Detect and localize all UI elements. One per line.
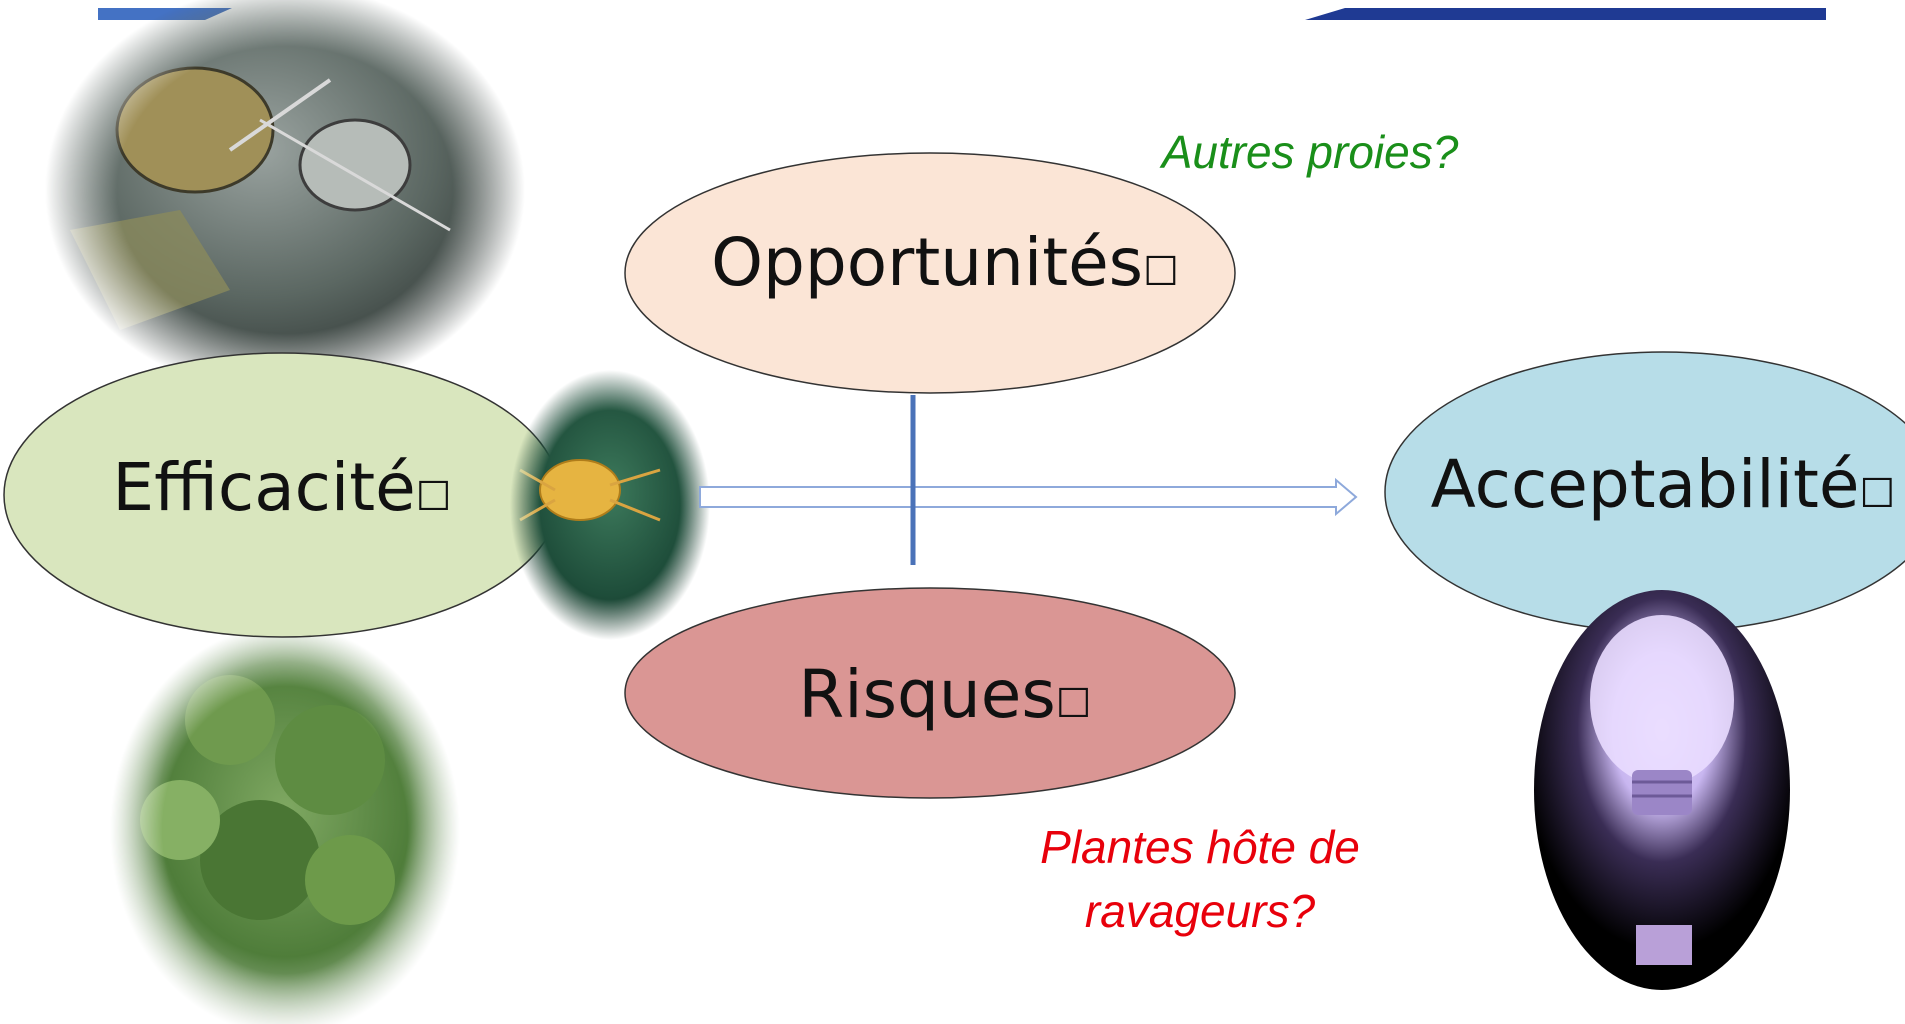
note-plantes-hote: Plantes hôte de ravageurs? [960, 815, 1440, 943]
predatory-mite-photo [510, 370, 710, 640]
mite-micrograph-photo [45, 0, 525, 395]
acceptabilite-label: Acceptabilité☐ [1431, 446, 1896, 523]
lightbulb-balloon-illustration [1534, 590, 1790, 990]
opportunites-node [624, 152, 1236, 394]
note-plantes-hote-line1: Plantes hôte de [1040, 821, 1360, 873]
risques-label: Risques☐ [798, 656, 1091, 733]
efficacite-label: Efficacité☐ [112, 449, 451, 526]
greenhouse-plants-photo [110, 625, 460, 1024]
opportunites-label: Opportunités☐ [711, 224, 1179, 301]
risques-node [624, 587, 1236, 799]
header-bar-right [1305, 8, 1826, 20]
arrow-to-acceptabilite [699, 477, 1358, 517]
note-autres-proies: Autres proies? [1161, 126, 1459, 178]
note-plantes-hote-line2: ravageurs? [1084, 885, 1316, 937]
